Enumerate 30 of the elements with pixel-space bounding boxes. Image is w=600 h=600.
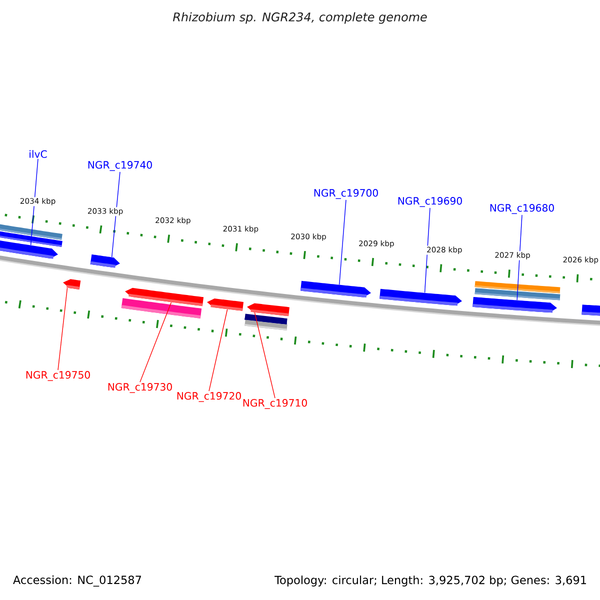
gene-feature [125,288,204,306]
gene-feature [380,288,462,306]
gene-label: NGR_c19750 [26,371,90,381]
gene-feature [247,303,290,316]
gene-label: NGR_c19720 [177,392,241,402]
leader-line [58,288,68,370]
gene-label: NGR_c19710 [243,399,307,409]
leader-line [30,158,38,246]
gene-label: NGR_c19700 [314,189,378,199]
gene-feature [472,296,557,313]
gene-feature [300,280,371,298]
footer-text: Topology: circular; Length: 3,925,702 bp; Genes: 3,691 [274,576,586,586]
leader-line [208,309,228,392]
gene-label: NGR_c19740 [88,161,152,171]
gene-label: NGR_c19730 [108,383,172,393]
leader-line [424,208,430,293]
leader-line [516,214,522,300]
leader-line [339,200,346,285]
gene-feature [63,279,81,290]
leader-line [254,312,276,398]
gene-label: NGR_c19690 [398,197,462,207]
gene-feature [582,304,600,318]
title: Rhizobium sp. NGR234, complete genome [172,12,427,24]
gene-label: NGR_c19680 [490,204,554,214]
leader-line [111,172,120,258]
gene-feature [207,298,244,311]
gene-feature [90,254,120,268]
footer-text: Accession: NC_012587 [13,575,141,587]
gene-label: ilvC [30,150,47,158]
leader-line [140,302,172,382]
